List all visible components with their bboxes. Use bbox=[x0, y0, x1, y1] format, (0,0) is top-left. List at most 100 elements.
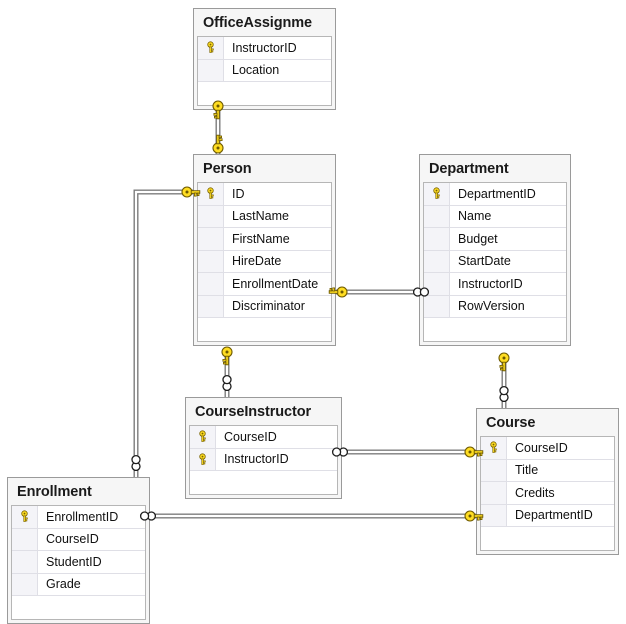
key-cell-filled bbox=[12, 506, 38, 528]
entity-title-course-instructor: CourseInstructor bbox=[195, 404, 312, 420]
key-cell-empty bbox=[198, 318, 224, 341]
primary-key-icon bbox=[207, 187, 214, 200]
column-row[interactable]: Credits bbox=[481, 482, 614, 505]
column-name: EnrollmentID bbox=[46, 509, 119, 524]
column-name: Title bbox=[515, 463, 539, 478]
column-name: EnrollmentDate bbox=[232, 276, 319, 291]
key-cell-empty bbox=[481, 527, 507, 550]
entity-columns-office-assignment: InstructorID Location bbox=[197, 36, 332, 106]
column-row[interactable]: InstructorID bbox=[424, 273, 566, 296]
column-row[interactable]: RowVersion bbox=[424, 295, 566, 318]
column-row[interactable]: EnrollmentDate bbox=[198, 273, 331, 296]
key-cell-empty bbox=[12, 551, 38, 573]
cardinality-marker-one-office-assignment-person-target bbox=[212, 134, 224, 154]
column-row[interactable]: Discriminator bbox=[198, 295, 331, 318]
key-cell-filled bbox=[481, 437, 507, 459]
column-row[interactable]: LastName bbox=[198, 205, 331, 228]
column-row[interactable]: Budget bbox=[424, 228, 566, 251]
empty-filler-row bbox=[198, 82, 331, 105]
column-name: InstructorID bbox=[224, 452, 289, 467]
column-row[interactable]: CourseID bbox=[12, 528, 145, 551]
column-row[interactable]: Location bbox=[198, 59, 331, 82]
column-name: Credits bbox=[515, 485, 555, 500]
empty-cell bbox=[507, 527, 614, 550]
column-name: CourseID bbox=[46, 532, 99, 547]
key-cell-filled bbox=[424, 183, 450, 205]
entity-columns-enrollment: EnrollmentID CourseID StudentID Grade bbox=[11, 505, 146, 620]
empty-cell bbox=[38, 596, 145, 619]
entity-title-enrollment: Enrollment bbox=[17, 484, 92, 500]
column-name: InstructorID bbox=[232, 40, 297, 55]
empty-filler-row bbox=[424, 318, 566, 341]
empty-cell bbox=[450, 318, 566, 341]
column-row[interactable]: FirstName bbox=[198, 228, 331, 251]
key-cell-empty bbox=[481, 482, 507, 504]
key-cell-filled bbox=[198, 183, 224, 205]
primary-key-icon bbox=[199, 430, 206, 443]
key-cell-empty bbox=[424, 318, 450, 341]
column-row[interactable]: CourseID bbox=[190, 426, 337, 449]
column-row[interactable]: InstructorID bbox=[198, 37, 331, 60]
key-cell-empty bbox=[481, 459, 507, 481]
column-name: ID bbox=[232, 186, 245, 201]
primary-key-icon bbox=[490, 441, 497, 454]
key-cell-empty bbox=[198, 82, 224, 105]
key-cell-empty bbox=[190, 471, 216, 494]
key-cell-empty bbox=[424, 250, 450, 272]
column-row[interactable]: CourseID bbox=[481, 437, 614, 460]
column-row[interactable]: HireDate bbox=[198, 250, 331, 273]
column-name: LastName bbox=[232, 209, 289, 224]
key-cell-empty bbox=[12, 573, 38, 595]
empty-filler-row bbox=[481, 527, 614, 550]
key-cell-empty bbox=[198, 273, 224, 295]
entity-title-course: Course bbox=[486, 415, 536, 431]
key-cell-empty bbox=[198, 250, 224, 272]
empty-cell bbox=[224, 82, 331, 105]
entity-title-department: Department bbox=[429, 161, 509, 177]
empty-filler-row bbox=[12, 596, 145, 619]
key-cell-empty bbox=[12, 596, 38, 619]
empty-cell bbox=[216, 471, 337, 494]
column-row[interactable]: Title bbox=[481, 459, 614, 482]
column-row[interactable]: StartDate bbox=[424, 250, 566, 273]
column-name: InstructorID bbox=[458, 276, 523, 291]
key-cell-empty bbox=[424, 228, 450, 250]
column-name: HireDate bbox=[232, 254, 282, 269]
column-name: Budget bbox=[458, 231, 498, 246]
entity-title-office-assignment: OfficeAssignme bbox=[203, 15, 312, 31]
column-name: StudentID bbox=[46, 554, 102, 569]
column-row[interactable]: EnrollmentID bbox=[12, 506, 145, 529]
key-cell-empty bbox=[198, 205, 224, 227]
column-row[interactable]: Name bbox=[424, 205, 566, 228]
cardinality-marker-one-person-course-instructor-source bbox=[221, 346, 233, 366]
column-name: DepartmentID bbox=[458, 186, 536, 201]
primary-key-icon bbox=[207, 41, 214, 54]
cardinality-marker-many-department-course-target bbox=[499, 385, 509, 403]
key-cell-empty bbox=[424, 273, 450, 295]
column-name: Name bbox=[458, 209, 492, 224]
key-cell-empty bbox=[12, 528, 38, 550]
cardinality-marker-many-person-course-instructor-target bbox=[222, 374, 232, 392]
column-row[interactable]: InstructorID bbox=[190, 448, 337, 471]
empty-filler-row bbox=[190, 471, 337, 494]
column-row[interactable]: StudentID bbox=[12, 551, 145, 574]
column-row[interactable]: Grade bbox=[12, 573, 145, 596]
key-cell-empty bbox=[424, 205, 450, 227]
column-row[interactable]: ID bbox=[198, 183, 331, 206]
column-row[interactable]: DepartmentID bbox=[481, 504, 614, 527]
empty-filler-row bbox=[198, 318, 331, 341]
column-row[interactable]: DepartmentID bbox=[424, 183, 566, 206]
primary-key-icon bbox=[21, 510, 28, 523]
key-cell-empty bbox=[424, 295, 450, 317]
entity-title-person: Person bbox=[203, 161, 252, 177]
empty-cell bbox=[224, 318, 331, 341]
